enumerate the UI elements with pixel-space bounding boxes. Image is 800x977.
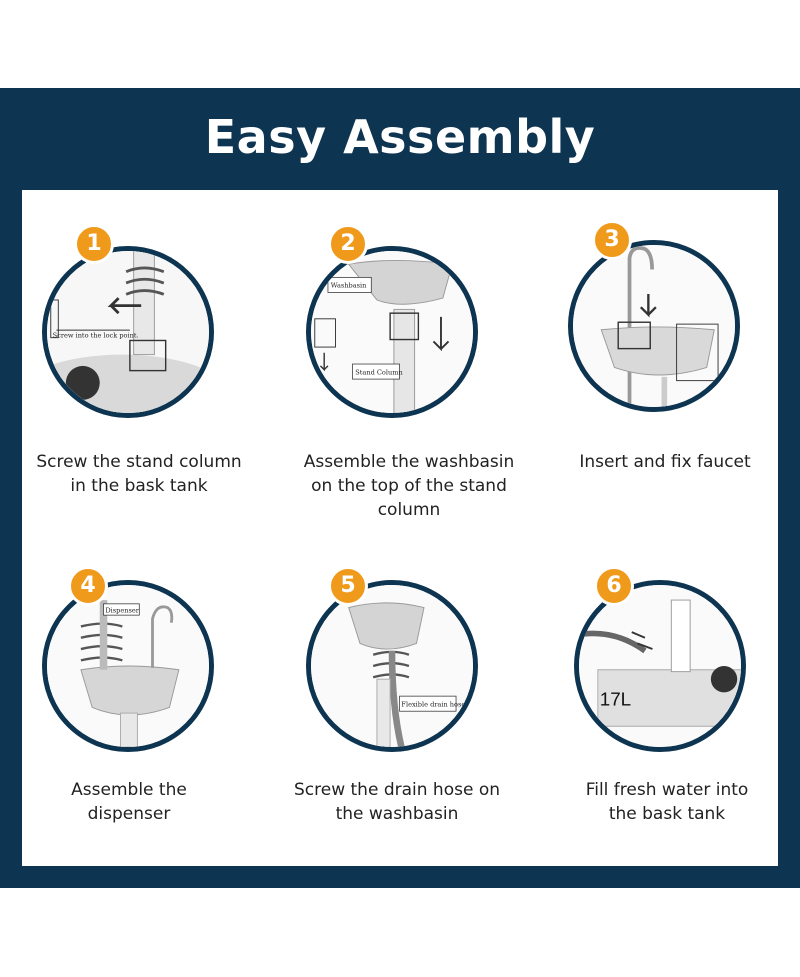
step-2-label-washbasin: Washbasin [331, 282, 367, 290]
step-5-caption-line: the washbasin [335, 804, 459, 824]
step-2-caption-line: Assemble the washbasin [303, 452, 515, 472]
step-4-caption-line: dispenser [87, 804, 171, 824]
step-6-caption: Fill fresh water into the bask tank [542, 778, 792, 826]
step-6-caption-line: the bask tank [608, 804, 726, 824]
step-4-label: Dispenser [105, 606, 139, 614]
step-3-illustration [568, 240, 740, 412]
step-5-label: Flexible drain hose [401, 701, 465, 709]
step-6-illustration: 17L [574, 580, 746, 752]
step-5-badge: 5 [328, 566, 368, 606]
step-4-illustration: Dispenser [42, 580, 214, 752]
step-1-illustration: Screw into the lock point. [42, 246, 214, 418]
step-1-caption: Screw the stand column in the bask tank [14, 450, 264, 498]
step-1-caption-line: in the bask tank [70, 476, 208, 496]
step-5-caption-line: Screw the drain hose on [294, 780, 500, 800]
step-2-caption: Assemble the washbasin on the top of the… [284, 450, 534, 522]
step-1-badge: 1 [74, 224, 114, 264]
step-2-illustration: Washbasin Stand Column [306, 246, 478, 418]
step-6-label: 17L [600, 689, 631, 710]
step-1-label: Screw into the lock point. [53, 332, 139, 340]
step-4-caption-line: Assemble the [71, 780, 187, 800]
step-2-label-stand-column: Stand Column [355, 368, 403, 376]
step-3-badge: 3 [592, 220, 632, 260]
step-3-caption: Insert and fix faucet [540, 450, 790, 474]
step-2-caption-line: on the top of the stand [311, 476, 507, 496]
step-1-caption-line: Screw the stand column [36, 452, 242, 472]
step-5-illustration: Flexible drain hose [306, 580, 478, 752]
step-6-caption-line: Fill fresh water into [585, 780, 749, 800]
step-4-caption: Assemble the dispenser [4, 778, 254, 826]
step-5-caption: Screw the drain hose on the washbasin [272, 778, 522, 826]
step-4-badge: 4 [68, 566, 108, 606]
page-title: Easy Assembly [204, 110, 596, 164]
step-3-caption-line: Insert and fix faucet [579, 452, 751, 472]
step-2-caption-line: column [377, 500, 441, 520]
step-2-badge: 2 [328, 224, 368, 264]
step-6-badge: 6 [594, 566, 634, 606]
